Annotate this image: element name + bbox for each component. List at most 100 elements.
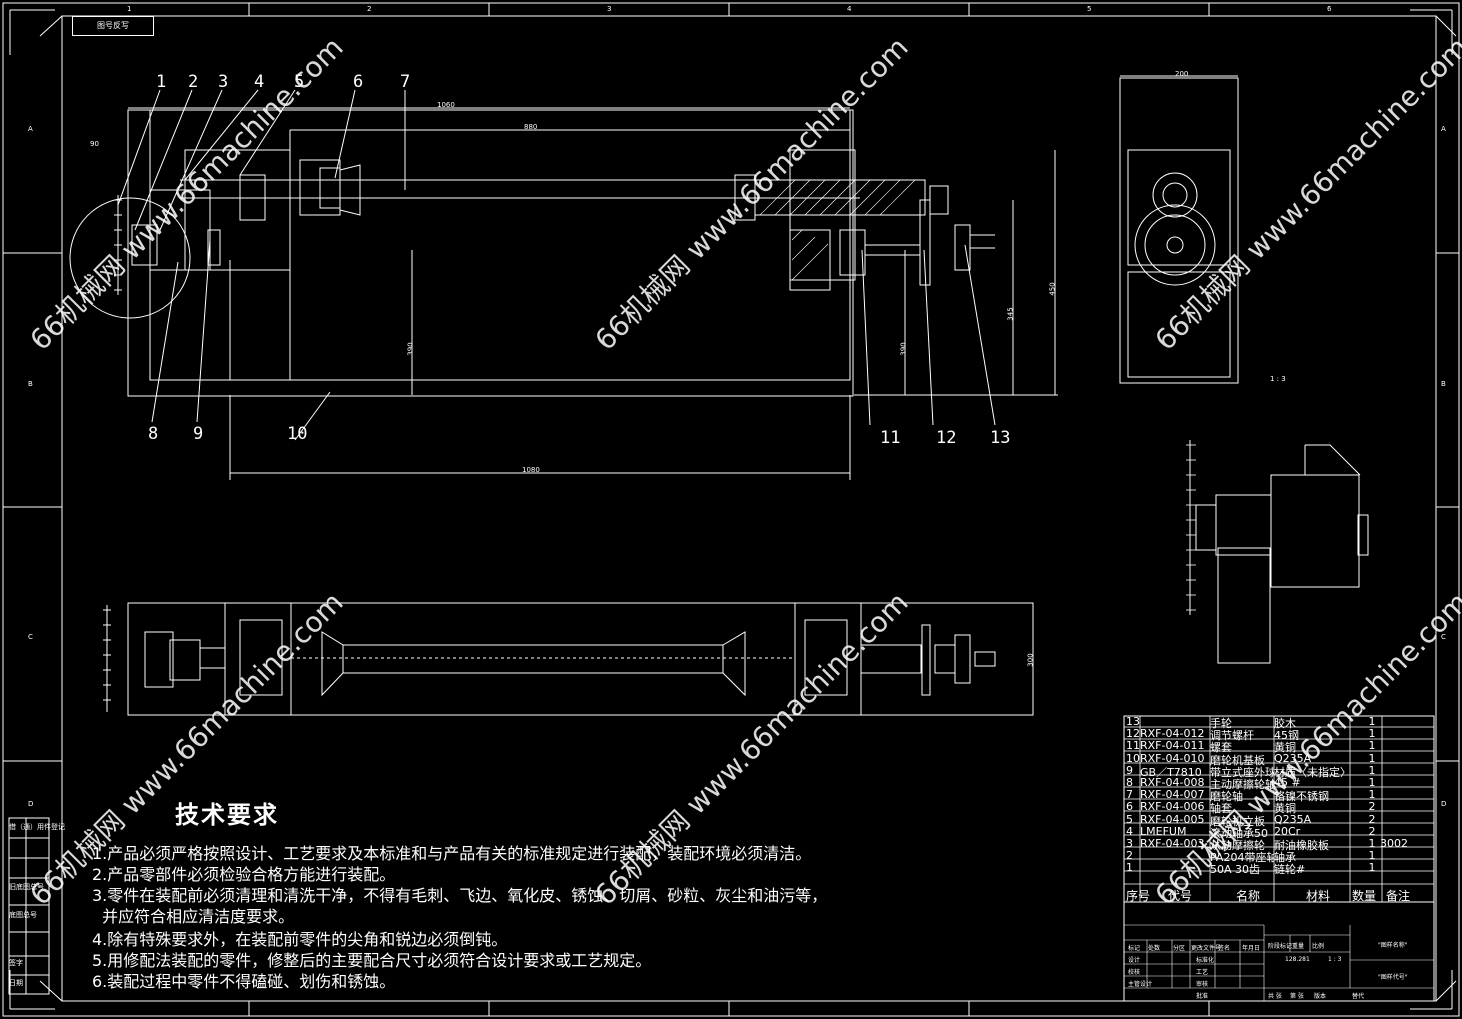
tb-review: 审核 <box>1196 981 1209 988</box>
bom-cell-no: 8 <box>1126 776 1133 789</box>
bom-cell-qty: 1 <box>1368 727 1376 741</box>
border-number-5: 5 <box>1087 5 1092 13</box>
bom-header-name: 名称 <box>1236 889 1261 903</box>
bom-cell-mat: 45 # <box>1274 776 1301 789</box>
bom-header: 序号 代号 名称 材料 数量 备注 <box>1124 884 1434 904</box>
dim-390-left: 390 <box>406 342 415 356</box>
bom-cell-no: 2 <box>1126 849 1133 863</box>
bom-cell-qty: 2 <box>1368 800 1376 814</box>
bom-cell-qty: 1 <box>1368 849 1376 863</box>
border-letter-b-right: B <box>1441 380 1446 388</box>
bom-cell-code: RXF-04-010 <box>1140 751 1205 765</box>
bom-cell-mat: 黄铜 <box>1274 741 1296 755</box>
bom-cell-no: 10 <box>1126 751 1140 765</box>
tech-requirement-line: 1.产品必须严格按照设计、工艺要求及本标准和与产品有关的标准规定进行装配，装配环… <box>92 844 812 863</box>
callout-5: 5 <box>294 72 305 92</box>
tech-requirement-line: 3.零件在装配前必须清理和清洗干净，不得有毛刺、飞边、氧化皮、锈蚀、切屑、砂粒、… <box>92 886 828 905</box>
bom-cell-name: 磨轮机立板 <box>1210 814 1265 828</box>
bom-header-code: 代号 <box>1168 889 1193 903</box>
tech-requirement-line: 2.产品零部件必须检验合格方能进行装配。 <box>92 865 396 884</box>
dim-90: 90 <box>90 140 99 148</box>
bom-cell-name: 轴套 <box>1210 802 1232 816</box>
bom-cell-code: RXF-04-005 <box>1140 812 1205 826</box>
border-letter-b: B <box>28 380 33 388</box>
bom-cell-name: 螺套 <box>1210 741 1232 755</box>
callout-7: 7 <box>400 72 411 92</box>
bom-cell-qty: 1 <box>1368 861 1376 875</box>
border-number-4: 4 <box>847 5 852 13</box>
tb-chief: 主管设计 <box>1128 981 1153 988</box>
dim-450: 450 <box>1048 282 1057 296</box>
bom-cell-code: RXF-04-006 <box>1140 800 1205 814</box>
tb-approve: 批准 <box>1196 993 1209 1000</box>
border-letter-c-right: C <box>1441 633 1446 641</box>
dim-880: 880 <box>524 123 538 131</box>
bom-cell-code: RXF-04-003 <box>1140 837 1205 850</box>
bom-cell-qty: 1 <box>1368 751 1376 765</box>
callout-4: 4 <box>254 72 265 92</box>
callout-3: 3 <box>218 72 229 92</box>
bom-cell-no: 7 <box>1126 788 1133 802</box>
bom-cell-no: 9 <box>1126 763 1133 777</box>
bom-cell-qty: 1 <box>1368 763 1376 777</box>
tb-sheet-no: 第 张 <box>1290 993 1304 1000</box>
bom-cell-code: GB／T7810 <box>1140 765 1202 779</box>
border-letter-d: D <box>28 800 34 808</box>
border-letter-a-right: A <box>1441 125 1446 133</box>
tb-weight-val: 128.281 <box>1285 956 1310 963</box>
dim-390-right: 390 <box>899 342 908 356</box>
bom-cell-qty: 2 <box>1368 824 1376 838</box>
callout-13: 13 <box>990 428 1011 448</box>
bom-cell-note: 3002 <box>1380 837 1408 850</box>
bom-cell-mat: 耐油橡胶板 <box>1274 839 1329 852</box>
callout-9: 9 <box>193 424 204 444</box>
border-letter-a: A <box>28 125 33 133</box>
side-label-5: 签字 <box>9 959 23 967</box>
tb-scale-val: 1 : 3 <box>1328 956 1342 963</box>
callout-6: 6 <box>353 72 364 92</box>
bom-cell-no: 5 <box>1126 812 1133 826</box>
tb-change-doc: 更改文件号 <box>1191 945 1222 952</box>
bom-cell-no: 12 <box>1126 727 1140 741</box>
dim-1060: 1060 <box>437 101 455 109</box>
bom-cell-no: 1 <box>1126 861 1133 875</box>
bom-cell-qty: 1 <box>1368 715 1376 728</box>
bom-cell-name: 磨轮机基板 <box>1210 753 1265 767</box>
callout-2: 2 <box>188 72 199 92</box>
bom-cell-qty: 1 <box>1368 788 1376 802</box>
tb-check: 校核 <box>1128 969 1141 976</box>
tb-stage: 阶段标记 <box>1268 943 1293 950</box>
tb-sheets-total: 共 张 <box>1268 993 1282 1000</box>
border-letter-c: C <box>28 633 33 641</box>
tb-scale: 比例 <box>1312 943 1325 950</box>
tech-requirement-line: 6.装配过程中零件不得磕碰、划伤和锈蚀。 <box>92 972 396 991</box>
tb-replace: 替代 <box>1352 993 1365 1000</box>
scale-note: 1 : 3 <box>1270 375 1286 383</box>
tb-count: 处数 <box>1148 945 1161 952</box>
bom-cell-mat: 45钢 <box>1274 729 1299 743</box>
bom-cell-no: 13 <box>1126 715 1140 728</box>
tb-design: 设计 <box>1128 957 1141 964</box>
border-number-2: 2 <box>367 5 372 13</box>
bom-header-qty: 数量 <box>1352 889 1377 903</box>
tb-version: 版本 <box>1314 993 1327 1000</box>
bom-cell-mat: 轴承 <box>1274 851 1296 865</box>
tech-requirement-line: 4.除有特殊要求外，在装配前零件的尖角和锐边必须倒钝。 <box>92 930 508 949</box>
tb-weight: 重量 <box>1292 943 1305 950</box>
bom-cell-code: LMEFUM <box>1140 824 1187 838</box>
bom-cell-name: 磨轮轴 <box>1210 790 1243 804</box>
bom-row: 9GB／T7810带立式座外球面球轴承材质〈未指定〉1 <box>1124 763 1434 779</box>
bom-cell-no: 4 <box>1126 824 1133 838</box>
bom-cell-mat: 链轮# <box>1274 863 1306 877</box>
bom-cell-code: RXF-04-008 <box>1140 776 1205 789</box>
bom-cell-name: 主动摩擦轮轴 <box>1210 778 1274 791</box>
bom-cell-name: 50A 30齿 <box>1210 863 1261 877</box>
